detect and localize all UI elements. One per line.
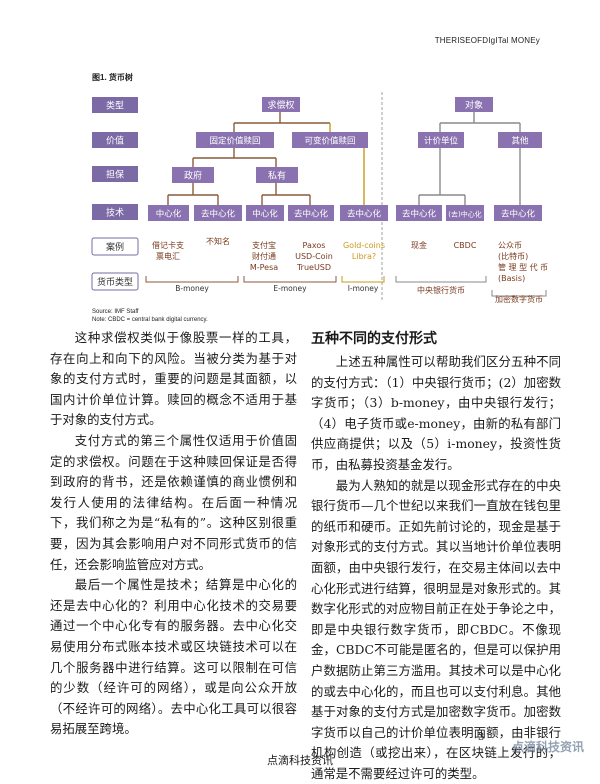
svg-text:去中心化: 去中心化	[347, 209, 382, 220]
node-variable-value	[292, 132, 368, 148]
node-unit-of-account-label: 计价单位	[424, 136, 459, 147]
row-labels: 类型 价值 担保 技术	[92, 97, 138, 220]
node-fixed-value	[196, 132, 274, 148]
svg-text:TrueUSD: TrueUSD	[296, 263, 331, 272]
svg-text:现金: 现金	[411, 240, 427, 250]
svg-text:去中心化: 去中心化	[402, 209, 437, 220]
svg-text:(去)中心化: (去)中心化	[448, 210, 481, 219]
right-paragraph-2: 最为人熟知的就是以现金形式存在的中央银行货币—几个世纪以来我们一直放在钱包里的纸…	[311, 477, 561, 781]
node-tech-8	[494, 205, 542, 221]
svg-text:支付宝: 支付宝	[252, 240, 276, 250]
right-paragraph-1: 上述五种属性可以帮助我们区分五种不同的支付方式：（1）中央银行货币；(2）加密数…	[311, 354, 561, 472]
figure-source: Source: IMF Staff Note: CBDC = central b…	[92, 309, 208, 323]
row-label-examples: 案例	[106, 241, 124, 253]
money-type-b: B-money	[175, 284, 209, 293]
running-head: THERISEOFDIgITal MONEy	[434, 36, 540, 45]
row-label-box	[92, 204, 138, 220]
node-object-label: 对象	[465, 99, 483, 111]
section-heading: 五种不同的支付形式	[311, 331, 437, 347]
node-other	[498, 132, 542, 148]
svg-text:去中心化: 去中心化	[501, 209, 536, 220]
row-label-money-type: 货币类型	[97, 276, 133, 288]
node-tech-6	[396, 205, 442, 221]
svg-text:(Basis): (Basis)	[498, 274, 525, 283]
node-fixed-value-label: 固定价值赎回	[209, 136, 260, 147]
node-variable-value-label: 可变价值赎回	[304, 136, 355, 147]
page-number: 3	[478, 732, 485, 743]
node-tech-2	[194, 205, 242, 221]
row-label-value: 价值	[106, 135, 124, 147]
left-column: 这种求偿权类似于像股票一样的工具，存在向上和向下的风险。当被分类为基于对象的支付…	[50, 328, 297, 740]
figure-title: 图1. 货币树	[92, 73, 133, 82]
node-object	[455, 97, 493, 112]
row-labels-outline: 案例 货币类型	[91, 237, 139, 291]
svg-text:中心化: 中心化	[156, 209, 182, 220]
examples: 借记卡支 票电汇 不知名 支付宝 财付通 M-Pesa Paxos USD-Co…	[152, 236, 333, 272]
node-other-label: 其他	[511, 136, 529, 147]
row-label-type: 类型	[106, 100, 124, 112]
connectors-left	[167, 112, 330, 205]
svg-text:USD-Coin: USD-Coin	[295, 252, 333, 261]
right-column: 上述五种属性可以帮助我们区分五种不同的支付方式：（1）中央银行货币；(2）加密数…	[311, 352, 561, 784]
node-tech-7	[446, 205, 484, 221]
node-tech-3	[246, 205, 284, 221]
node-claim-label: 求偿权	[267, 99, 294, 111]
footer-text: 点滴科技资讯	[267, 754, 333, 767]
currency-tree-diagram: 类型 价值 担保 技术 案例 货币类型	[91, 92, 548, 304]
svg-text:中心化: 中心化	[252, 209, 278, 220]
node-government-label: 政府	[184, 170, 202, 182]
row-label-tech: 技术	[106, 207, 124, 219]
money-type-i: I-money	[348, 284, 379, 293]
svg-text:Libra?: Libra?	[352, 252, 376, 261]
node-tech-5	[340, 205, 388, 221]
money-type-crypto: 加密数字货币	[495, 294, 543, 304]
row-label-box	[92, 132, 138, 148]
svg-text:公众币: 公众币	[498, 241, 522, 250]
svg-text:(比特币): (比特币)	[498, 251, 528, 261]
left-paragraph-2: 支付方式的第三个属性仅适用于价值固定的求偿权。问题在于这种赎回保证是否得到政府的…	[50, 432, 297, 572]
node-unit-of-account	[418, 132, 464, 148]
money-type-central: 中央银行货币	[417, 285, 465, 295]
connectors-gold	[329, 123, 365, 205]
node-government	[172, 167, 214, 183]
left-paragraph-1: 这种求偿权类似于像股票一样的工具，存在向上和向下的风险。当被分类为基于对象的支付…	[50, 330, 297, 428]
svg-text:借记卡支: 借记卡支	[152, 240, 184, 250]
svg-text:票电汇: 票电汇	[156, 251, 180, 261]
left-paragraph-3: 最后一个属性是技术；结算是中心化的还是去中心化的？利用中心化技术的交易要通过一个…	[50, 577, 297, 737]
money-type-labels: B-money E-money I-money 中央银行货币 加密数字货币	[175, 284, 543, 304]
node-claim	[262, 97, 300, 112]
node-tech-4	[288, 205, 334, 221]
node-private-label: 私有	[268, 170, 286, 182]
svg-text:不知名: 不知名	[206, 236, 230, 246]
row-label-box	[92, 166, 138, 182]
svg-text:Paxos: Paxos	[303, 241, 326, 250]
node-private	[256, 167, 298, 183]
row-label-backing: 担保	[106, 169, 124, 181]
svg-text:M-Pesa: M-Pesa	[250, 263, 278, 272]
svg-text:财付通: 财付通	[252, 251, 276, 261]
row-label-box	[92, 97, 138, 113]
money-type-e: E-money	[273, 284, 307, 293]
connectors-right	[418, 112, 521, 205]
svg-text:去中心化: 去中心化	[294, 209, 329, 220]
svg-text:Gold-coins: Gold-coins	[343, 241, 385, 250]
watermark-logo: 点滴科技资讯	[511, 740, 584, 754]
svg-text:CBDC: CBDC	[454, 241, 477, 250]
svg-text:管 理 型 代 币: 管 理 型 代 币	[498, 262, 548, 272]
node-tech-1	[148, 205, 189, 221]
svg-text:去中心化: 去中心化	[201, 209, 236, 220]
